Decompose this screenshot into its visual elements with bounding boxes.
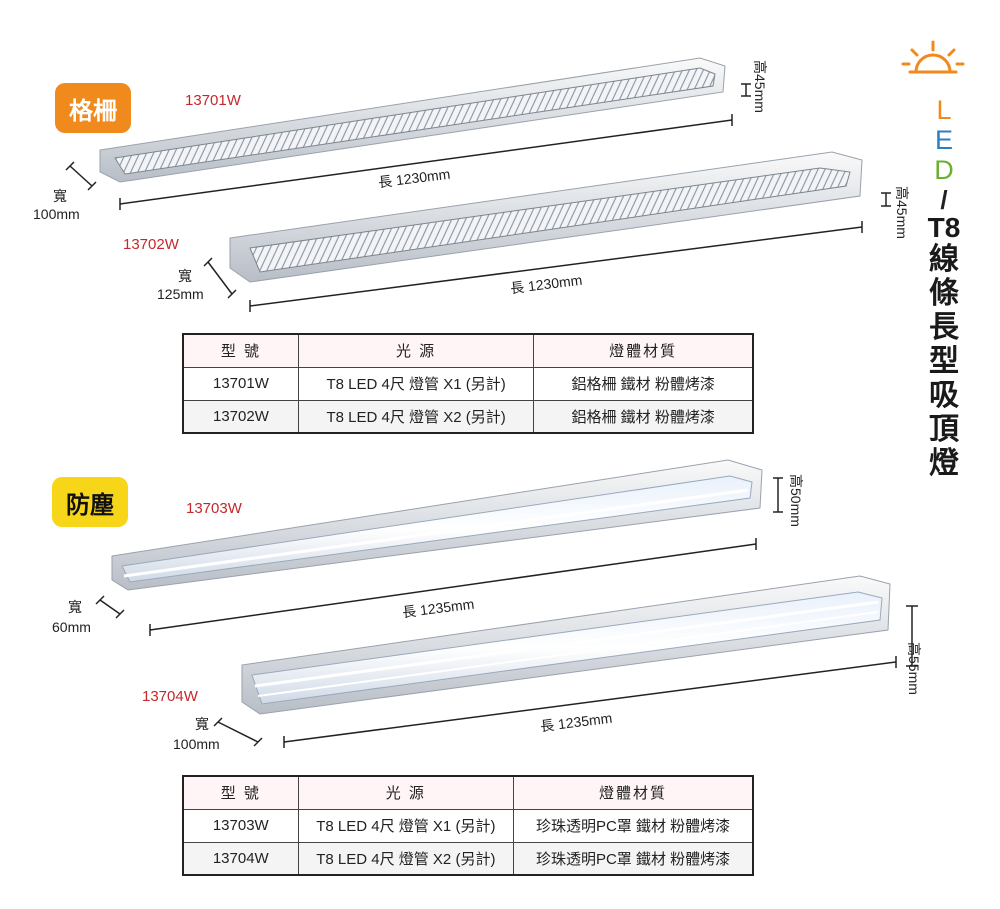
header-light-source: 光 源 bbox=[297, 775, 515, 810]
dust-section-badge: 防塵 bbox=[52, 477, 128, 527]
width-label-13701w: 寬 bbox=[53, 188, 67, 204]
header-model: 型 號 bbox=[182, 775, 299, 810]
cell-light-source: T8 LED 4尺 燈管 X1 (另計) bbox=[297, 366, 535, 401]
table-header-row: 型 號 光 源 燈體材質 bbox=[182, 333, 754, 368]
title-char: 條 bbox=[929, 277, 959, 310]
title-char: 吸 bbox=[929, 379, 959, 412]
height-13703w: 高50mm bbox=[788, 474, 804, 527]
width-label-13702w: 寬 bbox=[178, 268, 192, 284]
table-row: 13703W T8 LED 4尺 燈管 X1 (另計) 珍珠透明PC罩 鐵材 粉… bbox=[182, 808, 754, 843]
header-material: 燈體材質 bbox=[533, 333, 754, 368]
width-value-13704w: 100mm bbox=[173, 736, 220, 752]
header-light-source: 光 源 bbox=[297, 333, 535, 368]
fixture-13701w bbox=[99, 57, 726, 183]
title-char: 頂 bbox=[929, 413, 959, 446]
title-letter-l: L bbox=[936, 95, 952, 125]
title-char: 線 bbox=[929, 243, 959, 276]
model-code-13704w: 13704W bbox=[142, 688, 198, 705]
header-model: 型 號 bbox=[182, 333, 299, 368]
header-material: 燈體材質 bbox=[513, 775, 754, 810]
dust-spec-table: 型 號 光 源 燈體材質 13703W T8 LED 4尺 燈管 X1 (另計)… bbox=[182, 775, 754, 876]
title-letter-e: E bbox=[934, 125, 953, 155]
cell-light-source: T8 LED 4尺 燈管 X1 (另計) bbox=[297, 808, 515, 843]
height-13702w: 高45mm bbox=[894, 186, 910, 239]
table-row: 13701W T8 LED 4尺 燈管 X1 (另計) 鋁格柵 鐵材 粉體烤漆 bbox=[182, 366, 754, 401]
table-row: 13704W T8 LED 4尺 燈管 X2 (另計) 珍珠透明PC罩 鐵材 粉… bbox=[182, 841, 754, 876]
width-label-13704w: 寬 bbox=[195, 716, 209, 732]
width-label-13703w: 寬 bbox=[68, 599, 82, 615]
lamp-logo-icon bbox=[901, 40, 965, 74]
fixture-13703w bbox=[111, 459, 763, 591]
height-13704w: 高55mm bbox=[906, 642, 922, 695]
vertical-title: L E D / T8 線 條 長 型 吸 頂 燈 bbox=[921, 95, 967, 481]
table-row: 13702W T8 LED 4尺 燈管 X2 (另計) 鋁格柵 鐵材 粉體烤漆 bbox=[182, 399, 754, 434]
cell-model: 13703W bbox=[182, 808, 299, 843]
grille-section-badge: 格柵 bbox=[55, 83, 131, 133]
title-char: 型 bbox=[929, 345, 959, 378]
table-header-row: 型 號 光 源 燈體材質 bbox=[182, 775, 754, 810]
cell-light-source: T8 LED 4尺 燈管 X2 (另計) bbox=[297, 841, 515, 876]
width-value-13703w: 60mm bbox=[52, 619, 91, 635]
model-code-13701w: 13701W bbox=[185, 92, 241, 109]
title-letter-d: D bbox=[934, 155, 954, 185]
model-code-13702w: 13702W bbox=[123, 236, 179, 253]
cell-material: 珍珠透明PC罩 鐵材 粉體烤漆 bbox=[513, 808, 754, 843]
cell-model: 13701W bbox=[182, 366, 299, 401]
model-code-13703w: 13703W bbox=[186, 500, 242, 517]
title-char: 長 bbox=[929, 311, 959, 344]
cell-model: 13704W bbox=[182, 841, 299, 876]
width-value-13701w: 100mm bbox=[33, 206, 80, 222]
dimension-lines bbox=[65, 83, 918, 748]
cell-material: 鋁格柵 鐵材 粉體烤漆 bbox=[533, 399, 754, 434]
width-value-13702w: 125mm bbox=[157, 286, 204, 302]
cell-material: 鋁格柵 鐵材 粉體烤漆 bbox=[533, 366, 754, 401]
fixture-13704w bbox=[241, 575, 891, 715]
cell-material: 珍珠透明PC罩 鐵材 粉體烤漆 bbox=[513, 841, 754, 876]
fixture-13702w bbox=[229, 151, 863, 283]
title-slash: / bbox=[940, 185, 948, 215]
cell-light-source: T8 LED 4尺 燈管 X2 (另計) bbox=[297, 399, 535, 434]
cell-model: 13702W bbox=[182, 399, 299, 434]
height-13701w: 高45mm bbox=[752, 60, 768, 113]
grille-spec-table: 型 號 光 源 燈體材質 13701W T8 LED 4尺 燈管 X1 (另計)… bbox=[182, 333, 754, 434]
title-t8: T8 bbox=[927, 212, 961, 243]
title-char: 燈 bbox=[929, 447, 959, 480]
